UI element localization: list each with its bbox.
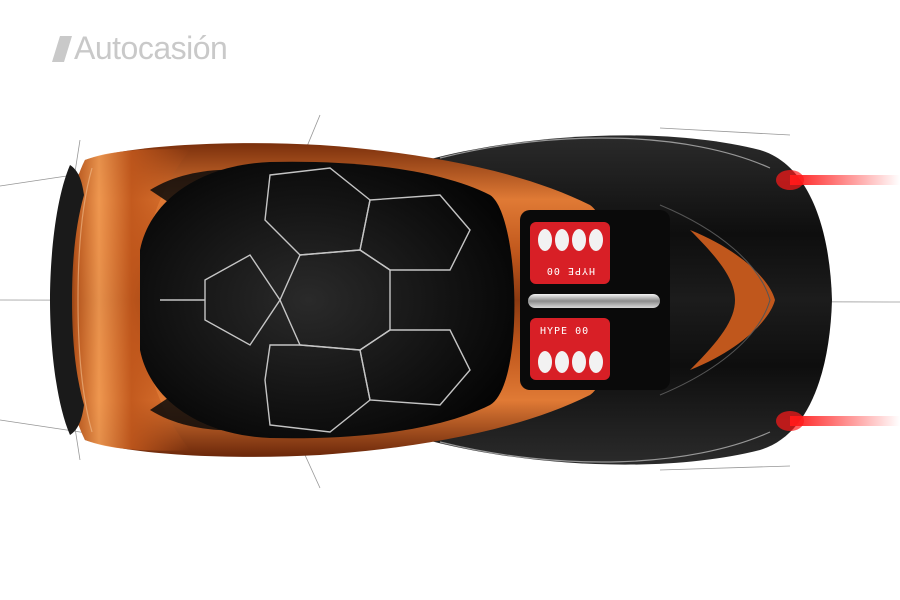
engine-upper-bank: HYPE 00 <box>530 222 610 284</box>
lower-bank-label: HYPE 00 <box>540 326 589 337</box>
tail-light-beams <box>776 170 900 431</box>
canopy <box>140 161 515 439</box>
engine-center-rod <box>528 294 660 308</box>
rear-accent <box>690 230 775 370</box>
slash-a-logo-icon <box>52 35 72 62</box>
upper-bank-label: HYPE 00 <box>546 265 595 276</box>
engine-lower-bank: HYPE 00 <box>530 318 610 380</box>
front-splitter <box>50 165 84 435</box>
canopy-hex-frame <box>160 167 471 433</box>
watermark-text: Autocasión <box>74 30 228 66</box>
watermark-logo: Autocasión <box>50 30 228 67</box>
